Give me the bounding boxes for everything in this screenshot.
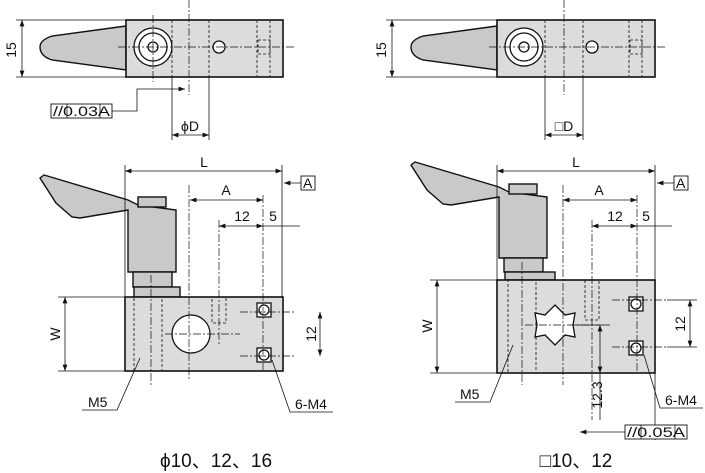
datum-frame <box>673 175 689 191</box>
length-dim-label: L <box>572 154 580 170</box>
a-dim-label: A <box>594 182 604 198</box>
tolerance-frame <box>50 103 113 119</box>
tap-label: 6-M4 <box>295 396 327 412</box>
bore-dim-label: ϕD <box>181 118 199 134</box>
lever-handle <box>39 25 127 71</box>
offset-dim-label: 12.3 <box>589 381 605 408</box>
hole-spacing-label: 12 <box>607 208 623 224</box>
left-top-view: 15 //0.03A ϕD <box>3 0 295 140</box>
left-caption: ϕ10、12、16 <box>160 451 272 472</box>
lever-handle <box>410 25 498 71</box>
screw-label: M5 <box>88 394 108 410</box>
height-dim-label: 15 <box>373 42 389 58</box>
right-front-view: L A A 12 5 W 12 12.3 M5 6-M4 //0.05A <box>410 154 703 440</box>
datum-frame <box>300 175 316 191</box>
datum-label: A <box>303 175 313 191</box>
width-dim-label: W <box>47 327 63 341</box>
a-dim-label: A <box>221 182 231 198</box>
vertical-spacing-label: 12 <box>303 326 319 342</box>
right-caption: □10、12 <box>540 451 613 472</box>
tolerance-frame <box>624 424 688 440</box>
width-dim-label: W <box>419 319 435 333</box>
lever-handle <box>410 161 548 259</box>
edge-offset-label: 5 <box>269 208 277 224</box>
lever-handle <box>39 174 177 273</box>
bore-dim-label: □D <box>555 118 574 134</box>
tolerance-label: //0.03A <box>53 103 111 119</box>
screw-label: M5 <box>460 386 480 402</box>
vertical-spacing-label: 12 <box>672 316 688 332</box>
right-top-view: 15 □D <box>373 0 667 140</box>
datum-label: A <box>676 175 686 191</box>
edge-offset-label: 5 <box>642 208 650 224</box>
hole-spacing-label: 12 <box>234 208 250 224</box>
clamp-body <box>496 279 656 374</box>
tap-label: 6-M4 <box>665 392 697 408</box>
left-front-view: L A A 12 5 W 12 M5 6-M4 <box>39 154 333 413</box>
height-dim-label: 15 <box>3 42 19 58</box>
length-dim-label: L <box>200 154 208 170</box>
tolerance-label: //0.05A <box>627 424 686 440</box>
